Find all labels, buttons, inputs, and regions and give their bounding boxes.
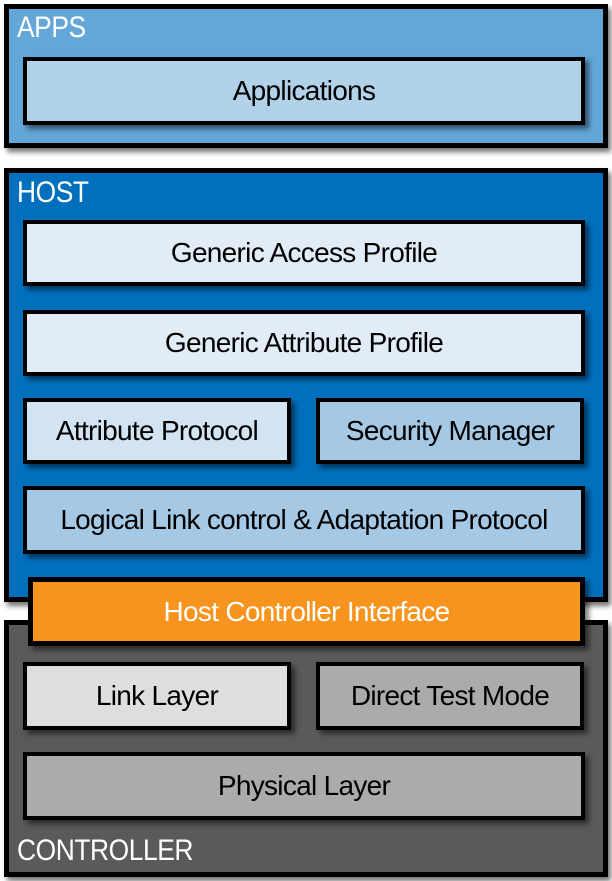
link-layer-box: Link Layer xyxy=(23,662,291,730)
direct-test-mode-box: Direct Test Mode xyxy=(316,662,584,730)
attribute-protocol-box: Attribute Protocol xyxy=(23,398,291,464)
physical-layer-box: Physical Layer xyxy=(23,752,585,820)
l2cap-box: Logical Link control & Adaptation Protoc… xyxy=(23,486,585,554)
applications-box: Applications xyxy=(23,57,585,125)
generic-attribute-profile-box: Generic Attribute Profile xyxy=(23,310,585,376)
apps-panel-label: APPS xyxy=(17,11,86,44)
controller-panel-label: CONTROLLER xyxy=(17,834,194,867)
security-manager-box: Security Manager xyxy=(316,398,584,464)
host-controller-interface-box: Host Controller Interface xyxy=(28,577,585,646)
generic-access-profile-box: Generic Access Profile xyxy=(23,220,585,286)
host-panel-label: HOST xyxy=(17,176,89,209)
